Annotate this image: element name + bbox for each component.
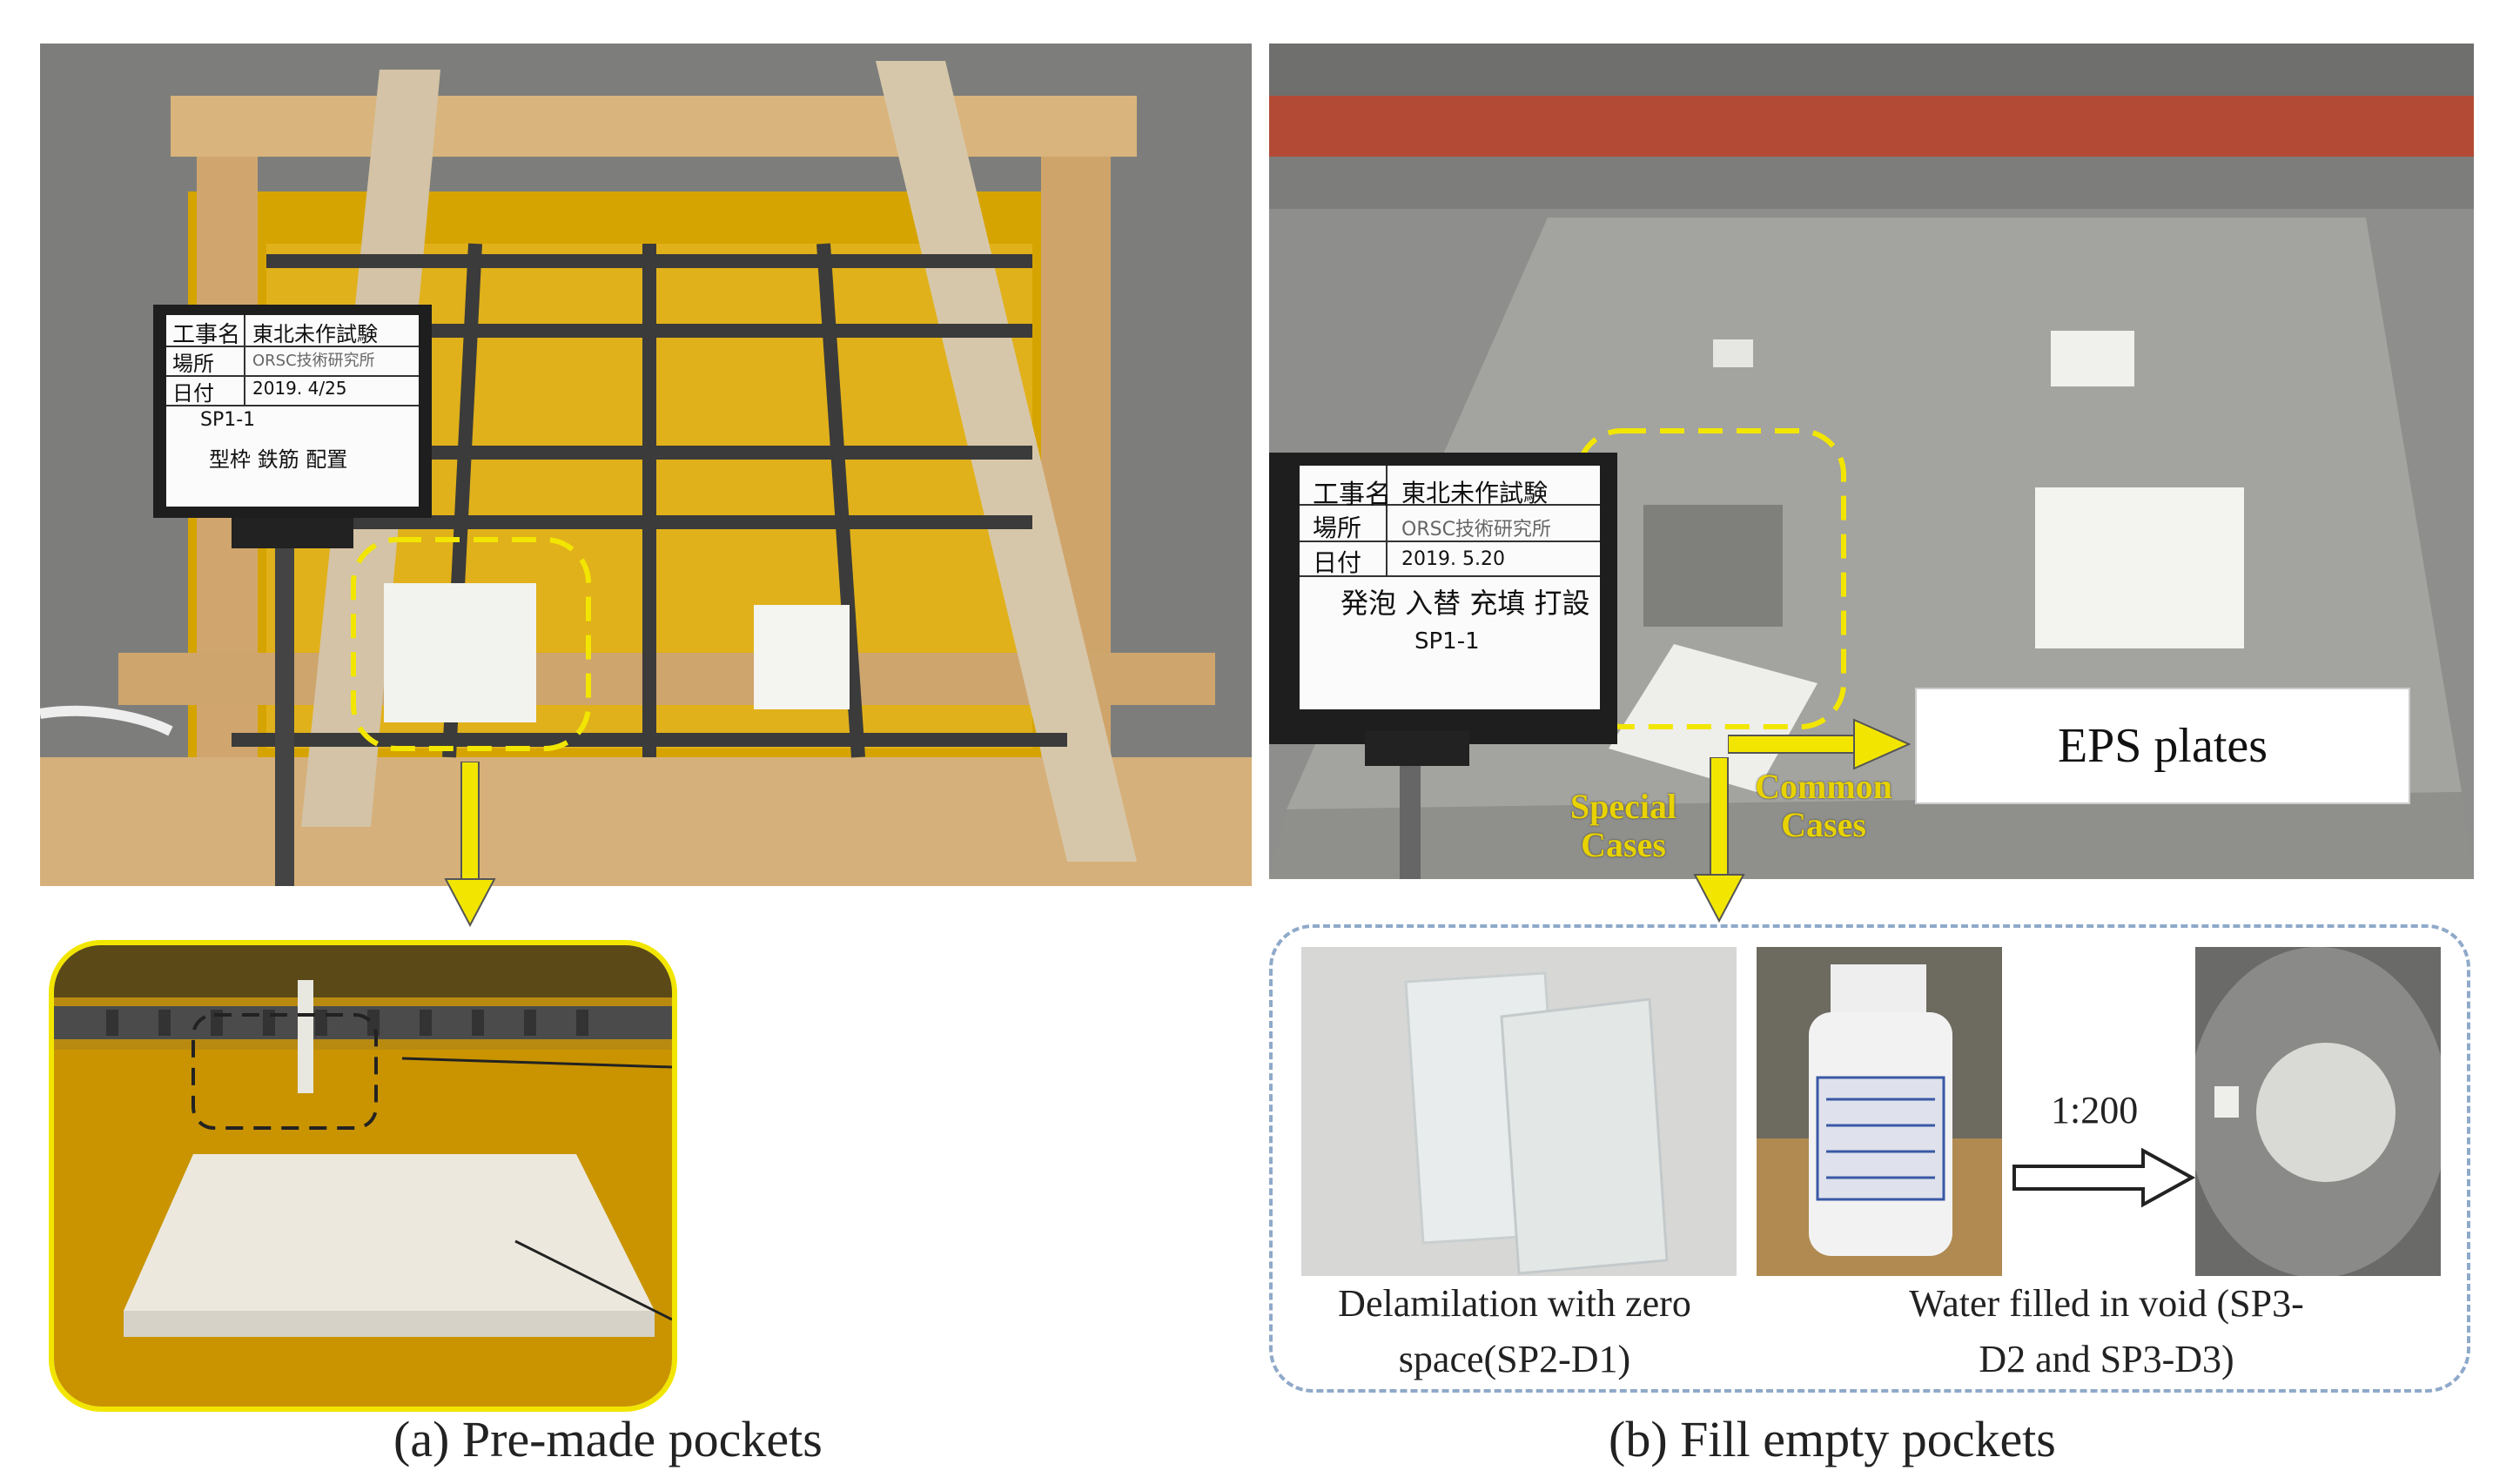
sign-b-line4: 発泡 入替 充填 打設 <box>1340 587 1590 620</box>
mix-ratio-label: 1:200 <box>2051 1089 2139 1131</box>
sign-a-row3-label: 日付 <box>172 381 214 406</box>
sign-b-row2-value: ORSC技術研究所 <box>1401 519 1551 541</box>
sign-a-line4: SP1-1 <box>200 409 256 431</box>
sign-a-line5: 型枠 鉄筋 配置 <box>209 447 348 472</box>
special-cases-label: Special Cases <box>1569 787 1677 864</box>
common-cases-label: Common Cases <box>1755 767 1892 844</box>
arrow-down-icon <box>444 762 496 927</box>
water-bottle-photo <box>1757 947 2002 1276</box>
sign-a-row2-label: 場所 <box>172 352 214 376</box>
sign-a-row2-value: ORSC技術研究所 <box>252 352 375 370</box>
sign-b-line5: SP1-1 <box>1414 628 1480 655</box>
sign-a-row1-label: 工事名 <box>172 322 241 348</box>
eps-plates-label: EPS plates <box>1915 688 2410 804</box>
water-void-photo <box>2195 947 2441 1276</box>
sign-b-row3-label: 日付 <box>1313 548 1362 577</box>
sign-b-row1-label: 工事名 <box>1313 480 1391 510</box>
arrow-right-outline-icon <box>2012 1147 2195 1208</box>
sign-b-row2-label: 場所 <box>1313 514 1362 542</box>
formwork-photo <box>40 44 1252 886</box>
plastic-film-photo <box>1301 947 1737 1276</box>
water-void-caption: Water filled in void (SP3-D2 and SP3-D3) <box>1909 1282 2304 1380</box>
sign-b-row1-value: 東北未作試験 <box>1401 479 1549 507</box>
inset-eps-closeup-photo <box>49 940 677 1412</box>
sign-a-row1-value: 東北未作試験 <box>252 322 378 346</box>
arrow-right-icon <box>1728 718 1911 770</box>
sign-b-row3-value: 2019. 5.20 <box>1401 548 1505 570</box>
arrow-down-icon <box>1693 757 1745 923</box>
panel-b-caption: (b) Fill empty pockets <box>1609 1411 2056 1467</box>
panel-a-caption: (a) Pre-made pockets <box>393 1411 823 1467</box>
special-cases-container <box>1269 924 2470 1393</box>
delamination-caption: Delamilation with zero space(SP2-D1) <box>1338 1282 1691 1380</box>
sign-a-row3-value: 2019. 4/25 <box>252 378 347 399</box>
